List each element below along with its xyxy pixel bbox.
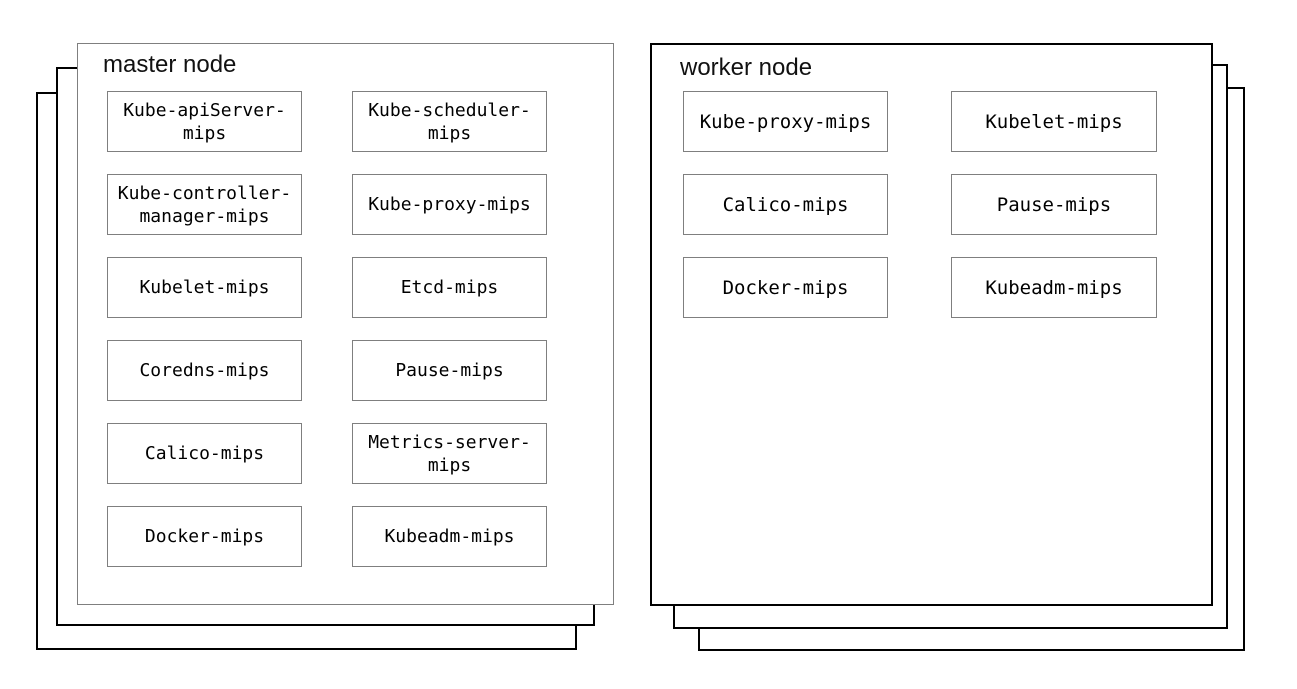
component-label: Calico-mips — [144, 443, 265, 464]
master-component-box-pause: Pause-mips — [352, 340, 547, 401]
component-label: Pause-mips — [395, 360, 504, 381]
component-label: Calico-mips — [722, 193, 849, 216]
worker-node-panel: worker node Kube-proxy-mips Kubelet-mips… — [650, 43, 1213, 606]
master-component-box-metrics-server: Metrics-server-mips — [352, 423, 547, 484]
master-component-box-kubeadm: Kubeadm-mips — [352, 506, 547, 567]
component-label: Kubelet-mips — [985, 110, 1123, 133]
component-label: Metrics-server-mips — [368, 431, 531, 476]
component-label: Kube-controller-manager-mips — [117, 182, 292, 227]
component-label: Coredns-mips — [139, 360, 270, 381]
master-component-box-kubelet: Kubelet-mips — [107, 257, 302, 318]
master-component-box-etcd: Etcd-mips — [352, 257, 547, 318]
master-component-box-kube-scheduler: Kube-scheduler-mips — [352, 91, 547, 152]
master-node-panel: master node Kube-apiServer-mips Kube-sch… — [77, 43, 614, 605]
component-label: Etcd-mips — [400, 277, 499, 298]
worker-component-box-kubelet: Kubelet-mips — [951, 91, 1157, 152]
component-label: Kube-proxy-mips — [368, 194, 531, 215]
worker-component-box-pause: Pause-mips — [951, 174, 1157, 235]
master-component-box-docker: Docker-mips — [107, 506, 302, 567]
worker-component-box-kubeadm: Kubeadm-mips — [951, 257, 1157, 318]
component-label: Kubeadm-mips — [384, 526, 515, 547]
master-component-box-kube-controller-manager: Kube-controller-manager-mips — [107, 174, 302, 235]
component-label: Pause-mips — [996, 193, 1112, 216]
master-component-box-kube-apiserver: Kube-apiServer-mips — [107, 91, 302, 152]
worker-node-title: worker node — [680, 54, 813, 81]
worker-components-grid: Kube-proxy-mips Kubelet-mips Calico-mips… — [683, 91, 1211, 318]
component-label: Kubelet-mips — [139, 277, 270, 298]
component-label: Kube-apiServer-mips — [123, 99, 286, 144]
component-label: Docker-mips — [722, 276, 849, 299]
master-component-box-kube-proxy: Kube-proxy-mips — [352, 174, 547, 235]
worker-component-box-docker: Docker-mips — [683, 257, 888, 318]
component-label: Docker-mips — [144, 526, 265, 547]
worker-component-box-calico: Calico-mips — [683, 174, 888, 235]
component-label: Kube-proxy-mips — [699, 110, 872, 133]
master-component-box-coredns: Coredns-mips — [107, 340, 302, 401]
master-components-grid: Kube-apiServer-mips Kube-scheduler-mips … — [107, 91, 613, 567]
component-label: Kubeadm-mips — [985, 276, 1123, 299]
master-node-title: master node — [103, 51, 237, 78]
master-component-box-calico: Calico-mips — [107, 423, 302, 484]
worker-component-box-kube-proxy: Kube-proxy-mips — [683, 91, 888, 152]
component-label: Kube-scheduler-mips — [368, 99, 531, 144]
